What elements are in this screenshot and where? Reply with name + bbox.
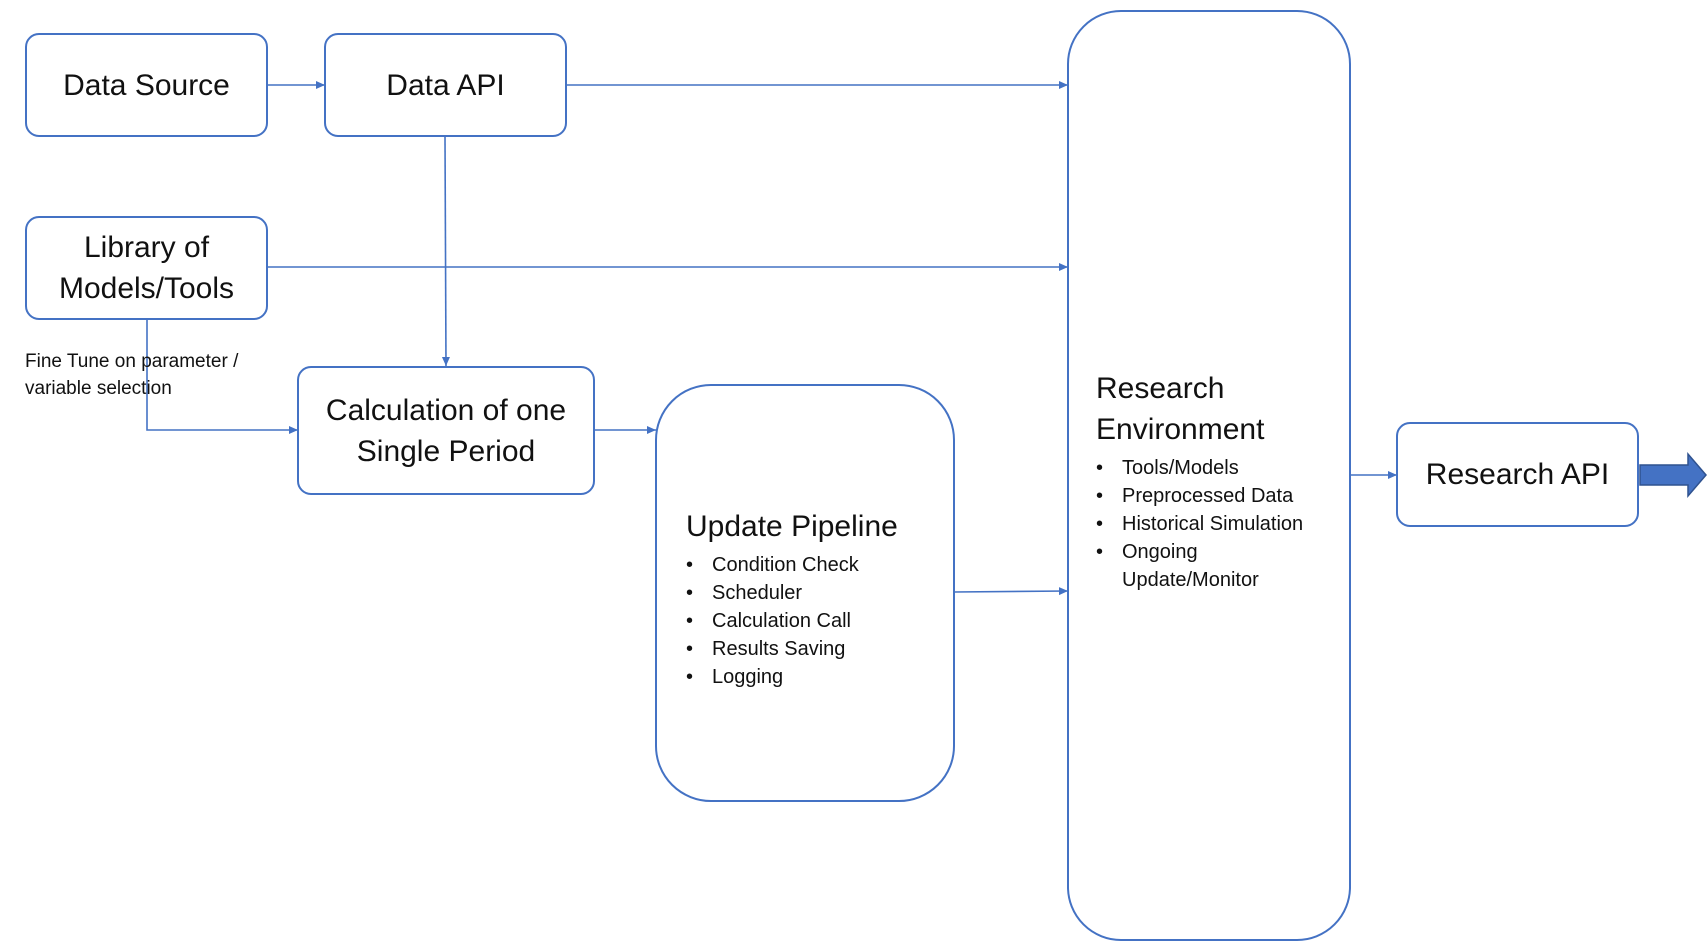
- research-environment-content: Research Environment Tools/Models Prepro…: [1096, 368, 1303, 594]
- arrow-library-to-calculation: [146, 319, 298, 434]
- update-pipeline-item: Results Saving: [686, 635, 898, 663]
- annotation-line1: Fine Tune on parameter /: [25, 351, 239, 372]
- research-env-item: Ongoing: [1096, 538, 1303, 566]
- node-update-pipeline: Update Pipeline Condition Check Schedule…: [655, 384, 955, 802]
- research-env-title-line2: Environment: [1096, 413, 1265, 446]
- update-pipeline-content: Update Pipeline Condition Check Schedule…: [686, 506, 898, 691]
- node-library-label-line1: Library of: [83, 231, 210, 264]
- node-calculation-label-line1: Calculation of one: [325, 393, 567, 427]
- node-research-api-label: Research API: [1425, 458, 1610, 491]
- node-research-api: Research API: [1396, 422, 1639, 527]
- research-env-item: Tools/Models: [1096, 454, 1303, 482]
- fine-tune-annotation: Fine Tune on parameter / variable select…: [25, 348, 238, 402]
- research-env-item: Historical Simulation: [1096, 510, 1303, 538]
- node-data-source-label: Data Source: [63, 68, 230, 102]
- node-library-models-tools: Library of Models/Tools: [25, 216, 268, 320]
- research-env-title-line1: Research: [1096, 372, 1225, 405]
- update-pipeline-item: Scheduler: [686, 579, 898, 607]
- update-pipeline-title: Update Pipeline: [686, 510, 898, 543]
- node-library-label-line2: Models/Tools: [58, 272, 235, 305]
- update-pipeline-list: Condition Check Scheduler Calculation Ca…: [686, 551, 898, 691]
- node-research-environment: Research Environment Tools/Models Prepro…: [1067, 10, 1351, 941]
- node-calculation-single-period: Calculation of one Single Period: [297, 366, 595, 495]
- update-pipeline-item: Condition Check: [686, 551, 898, 579]
- update-pipeline-item: Calculation Call: [686, 607, 898, 635]
- node-data-source: Data Source: [25, 33, 268, 137]
- arrow-api-to-calculation: [441, 136, 450, 367]
- output-block-arrow: [1639, 451, 1707, 499]
- node-data-api-label: Data API: [386, 68, 505, 102]
- annotation-line2: variable selection: [25, 378, 172, 399]
- research-env-list: Tools/Models Preprocessed Data Historica…: [1096, 454, 1303, 594]
- arrow-pipeline-to-research-env: [953, 587, 1069, 596]
- node-calculation-label-line2: Single Period: [356, 434, 536, 468]
- research-env-item: Preprocessed Data: [1096, 482, 1303, 510]
- research-env-item-continued: Update/Monitor: [1122, 569, 1259, 591]
- node-data-api: Data API: [324, 33, 567, 137]
- update-pipeline-item: Logging: [686, 663, 898, 691]
